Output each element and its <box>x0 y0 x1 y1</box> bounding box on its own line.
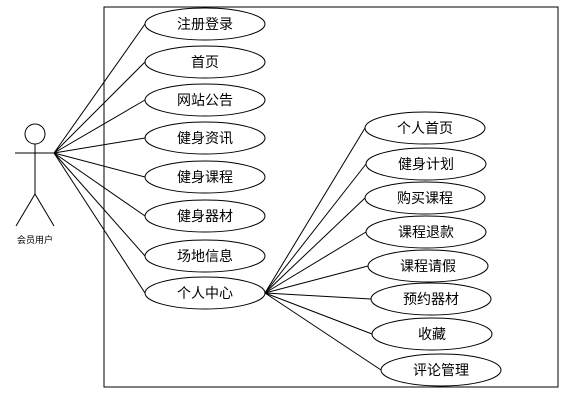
association-line <box>264 265 369 294</box>
use-case-personal-home[interactable]: 个人首页 <box>364 111 486 145</box>
actor-head <box>24 123 46 145</box>
association-line <box>264 197 366 294</box>
use-case-fitness-plan[interactable]: 健身计划 <box>365 147 487 181</box>
use-case-fitness-course[interactable]: 健身课程 <box>144 160 266 194</box>
association-line <box>264 292 382 371</box>
use-case-label: 个人中心 <box>177 286 233 302</box>
use-case-label: 课程退款 <box>398 225 454 241</box>
use-case-personal-center[interactable]: 个人中心 <box>144 276 266 310</box>
association-line <box>53 152 146 257</box>
association-line <box>53 61 146 154</box>
association-line <box>264 292 373 335</box>
use-case-announcement[interactable]: 网站公告 <box>144 83 266 117</box>
actor-label: 会员用户 <box>17 234 53 246</box>
use-case-fitness-equipment[interactable]: 健身器材 <box>144 199 266 233</box>
actor-member-user: 会员用户 <box>15 123 55 246</box>
association-line <box>264 231 367 294</box>
use-case-label: 注册登录 <box>177 17 233 33</box>
use-case-favorites[interactable]: 收藏 <box>371 317 493 351</box>
use-case-home[interactable]: 首页 <box>144 45 266 79</box>
association-lines <box>53 23 382 371</box>
use-case-course-refund[interactable]: 课程退款 <box>365 215 487 249</box>
use-case-label: 购买课程 <box>397 191 453 207</box>
actor-left-leg <box>15 193 36 227</box>
association-line <box>53 23 146 154</box>
use-case-label: 评论管理 <box>413 363 469 379</box>
use-case-book-equipment[interactable]: 预约器材 <box>370 282 492 316</box>
use-case-label: 场地信息 <box>177 248 233 265</box>
association-line <box>53 152 146 178</box>
use-case-label: 健身器材 <box>177 209 233 225</box>
use-case-label: 预约器材 <box>403 292 459 308</box>
use-case-label: 首页 <box>191 55 219 71</box>
use-case-label: 健身资讯 <box>177 131 233 147</box>
system-boundary <box>103 6 559 388</box>
use-case-label: 健身课程 <box>177 170 233 186</box>
association-line <box>264 127 366 294</box>
use-case-comment-management[interactable]: 评论管理 <box>380 353 502 387</box>
use-case-label: 网站公告 <box>177 93 233 109</box>
use-case-course-leave[interactable]: 课程请假 <box>367 249 489 283</box>
left-use-cases: 注册登录 首页 网站公告 健身资讯 健身课程 健身器材 场地信息 个人中心 <box>144 7 266 310</box>
association-line <box>264 163 367 294</box>
actor-right-leg <box>34 193 55 227</box>
association-line <box>264 292 372 300</box>
use-case-venue-info[interactable]: 场地信息 <box>144 239 266 273</box>
use-case-label: 课程请假 <box>400 259 456 275</box>
association-line <box>53 137 146 154</box>
use-case-label: 个人首页 <box>397 121 453 137</box>
association-line <box>53 152 146 217</box>
association-line <box>53 99 146 154</box>
use-case-buy-course[interactable]: 购买课程 <box>364 181 486 215</box>
use-case-register-login[interactable]: 注册登录 <box>144 7 266 41</box>
right-use-cases: 个人首页 健身计划 购买课程 课程退款 课程请假 预约器材 收藏 评论管理 <box>364 111 502 387</box>
association-line <box>53 152 146 294</box>
use-case-label: 收藏 <box>418 327 446 343</box>
use-case-label: 健身计划 <box>398 157 454 173</box>
use-case-fitness-news[interactable]: 健身资讯 <box>144 121 266 155</box>
